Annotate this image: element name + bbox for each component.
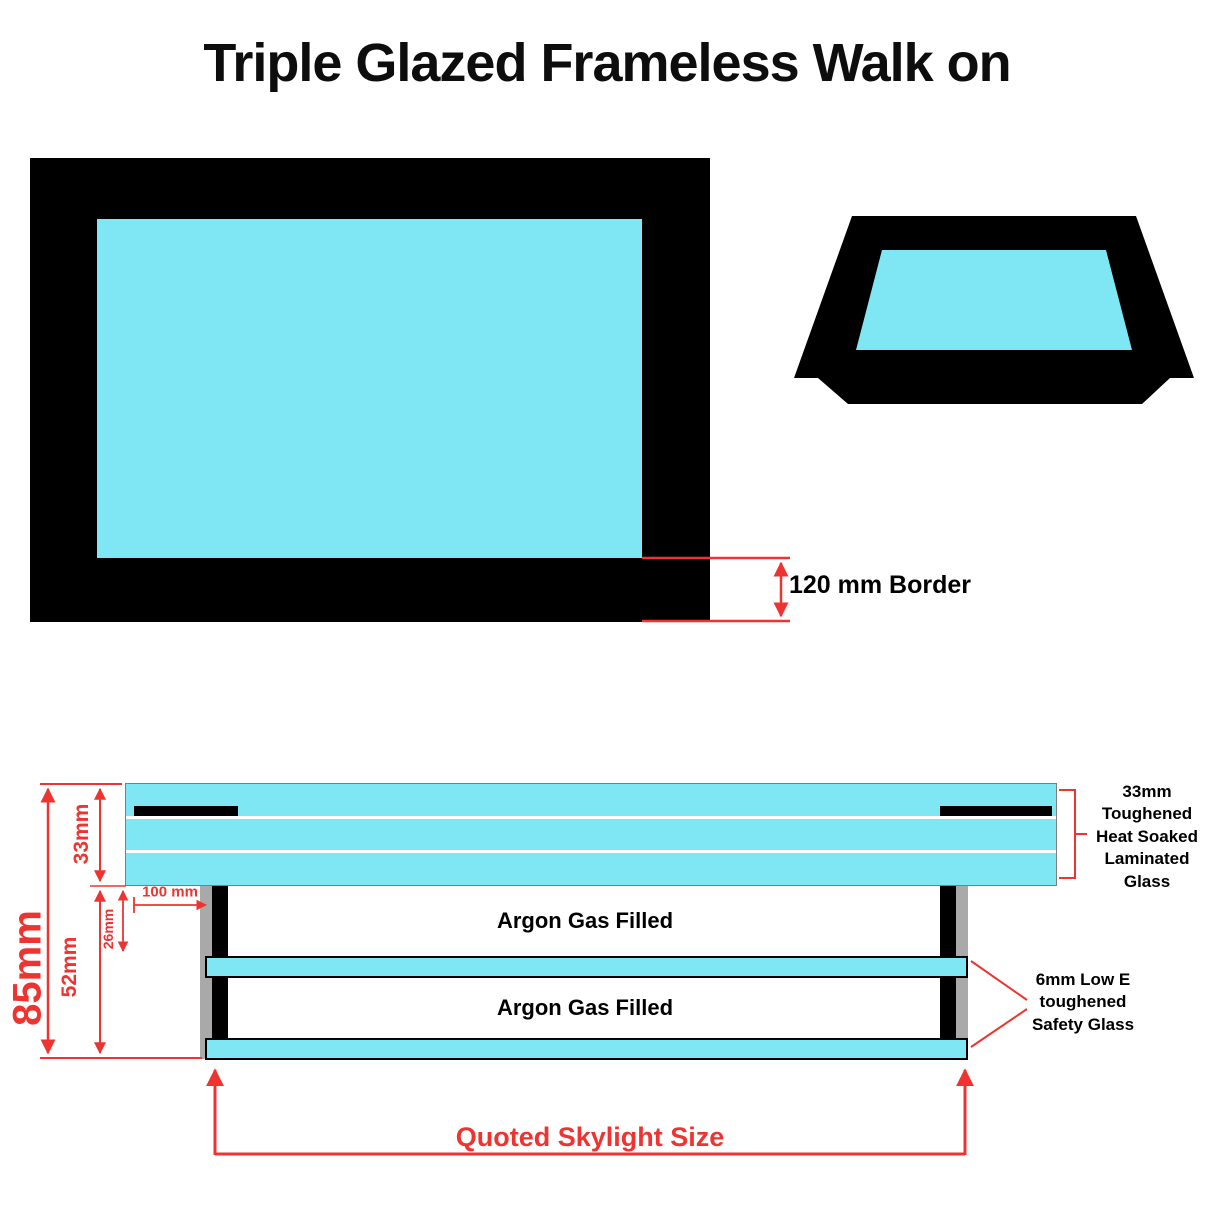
- border-dimension-label: 120 mm Border: [789, 571, 972, 599]
- cavity-height-label: 26mm: [100, 908, 116, 950]
- top-unit-height-label: 33mm: [70, 803, 93, 865]
- lower-unit-height-label: 52mm: [58, 936, 81, 998]
- safety-glass-label: 6mm Low E toughened Safety Glass: [1031, 970, 1135, 1034]
- edge-inset-label: 100 mm: [142, 883, 198, 901]
- argon-gas-label-bottom: Argon Gas Filled: [496, 995, 674, 1020]
- plan-view-frame: [30, 158, 710, 622]
- top-unit-dimension-lines: [90, 787, 126, 887]
- laminated-glass-label: 33mm Toughened Heat Soaked Laminated Gla…: [1095, 782, 1199, 891]
- page-title: Triple Glazed Frameless Walk on: [203, 33, 1011, 93]
- argon-gas-label-top: Argon Gas Filled: [496, 908, 674, 933]
- overall-height-label: 85mm: [5, 910, 50, 1026]
- section-bottom-glass-pane: [205, 1038, 968, 1060]
- section-top-glass-unit: [125, 783, 1057, 886]
- safety-glass-pointer-lines: [970, 960, 1028, 1048]
- section-middle-glass-pane: [205, 956, 968, 978]
- quoted-size-label: Quoted Skylight Size: [455, 1122, 725, 1152]
- pane-separator-2: [126, 850, 1056, 853]
- perspective-frame-skirt: [818, 378, 1170, 404]
- laminate-interlayer-left: [134, 806, 238, 816]
- pane-separator-1: [126, 816, 1056, 819]
- laminate-interlayer-right: [940, 806, 1052, 816]
- plan-view-glass: [97, 219, 642, 558]
- perspective-glass: [856, 250, 1132, 350]
- perspective-view: [794, 216, 1194, 404]
